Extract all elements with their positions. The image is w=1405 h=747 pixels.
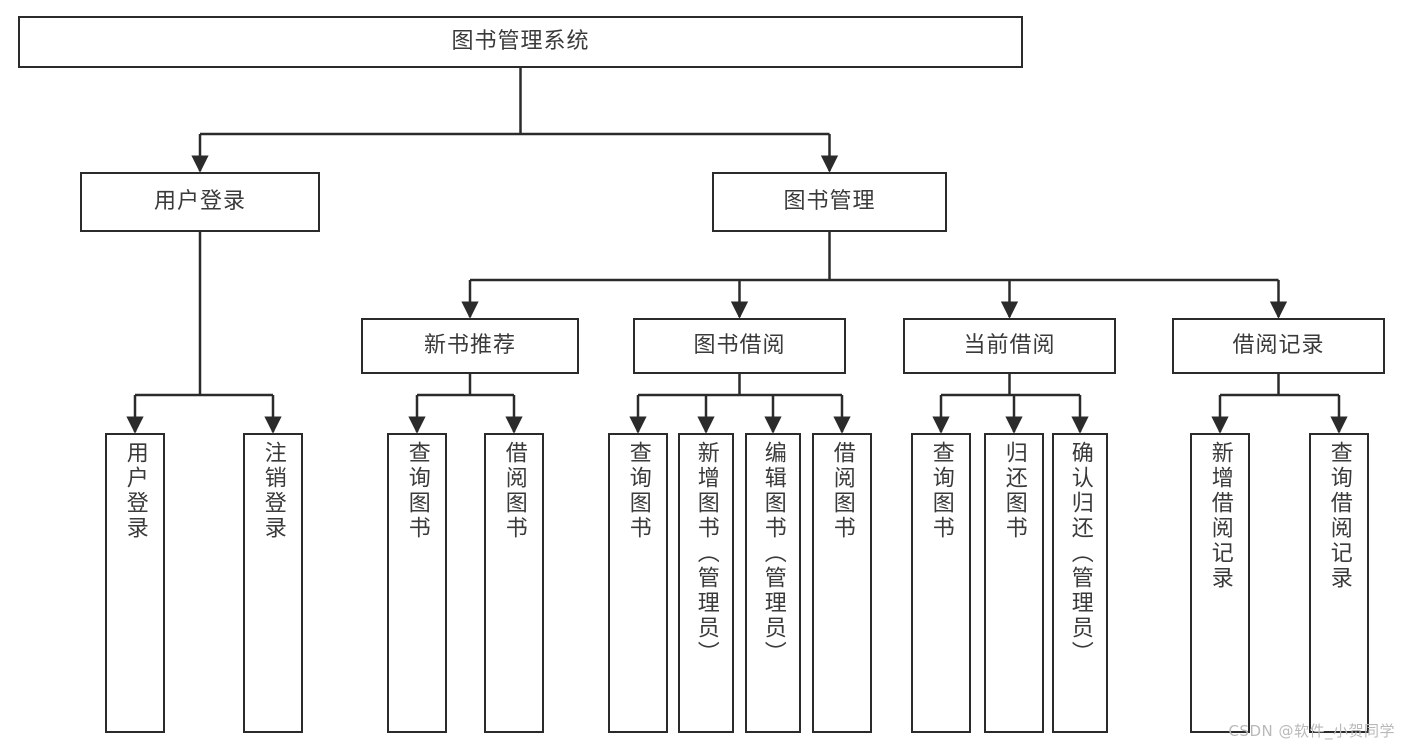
node-label: 当前借阅 bbox=[963, 332, 1056, 358]
node-label: 图书管理系统 bbox=[451, 28, 590, 54]
node-label: 图书管理 bbox=[783, 188, 876, 214]
node-label: 借阅记录 bbox=[1232, 332, 1325, 358]
node-leaf-new-2[interactable]: 借阅图书 bbox=[484, 433, 544, 733]
node-leaf-rec-1[interactable]: 新增借阅记录 bbox=[1190, 433, 1250, 733]
node-label: 确认归还（管理员） bbox=[1067, 441, 1093, 666]
connector-lines bbox=[126, 68, 1348, 434]
node-label: 新增图书（管理员） bbox=[693, 441, 719, 666]
node-leaf-cur-2[interactable]: 归还图书 bbox=[984, 433, 1044, 733]
node-leaf-bor-4[interactable]: 借阅图书 bbox=[812, 433, 872, 733]
node-leaf-login-2[interactable]: 注销登录 bbox=[243, 433, 303, 733]
node-leaf-rec-2[interactable]: 查询借阅记录 bbox=[1309, 433, 1369, 733]
node-label: 查询图书 bbox=[404, 441, 430, 541]
node-label: 借阅图书 bbox=[501, 441, 527, 541]
node-label: 用户登录 bbox=[122, 441, 148, 541]
node-root[interactable]: 图书管理系统 bbox=[18, 16, 1023, 68]
node-leaf-cur-1[interactable]: 查询图书 bbox=[911, 433, 971, 733]
node-label: 查询借阅记录 bbox=[1326, 441, 1352, 591]
node-label: 查询图书 bbox=[928, 441, 954, 541]
node-leaf-cur-3[interactable]: 确认归还（管理员） bbox=[1052, 433, 1108, 733]
node-current[interactable]: 当前借阅 bbox=[903, 318, 1116, 374]
node-label: 借阅图书 bbox=[829, 441, 855, 541]
node-leaf-bor-1[interactable]: 查询图书 bbox=[608, 433, 668, 733]
node-login[interactable]: 用户登录 bbox=[80, 172, 320, 232]
node-newbook[interactable]: 新书推荐 bbox=[361, 318, 579, 374]
node-label: 新增借阅记录 bbox=[1207, 441, 1233, 591]
node-borrow[interactable]: 图书借阅 bbox=[633, 318, 846, 374]
node-leaf-new-1[interactable]: 查询图书 bbox=[387, 433, 447, 733]
node-records[interactable]: 借阅记录 bbox=[1172, 318, 1385, 374]
watermark-text: CSDN @软件_小贺同学 bbox=[1228, 722, 1395, 740]
node-bookmgmt[interactable]: 图书管理 bbox=[712, 172, 947, 232]
node-label: 查询图书 bbox=[625, 441, 651, 541]
node-label: 注销登录 bbox=[260, 441, 286, 541]
node-label: 用户登录 bbox=[153, 188, 246, 214]
node-label: 归还图书 bbox=[1001, 441, 1027, 541]
node-leaf-bor-2[interactable]: 新增图书（管理员） bbox=[678, 433, 734, 733]
node-label: 新书推荐 bbox=[423, 332, 516, 358]
node-leaf-bor-3[interactable]: 编辑图书（管理员） bbox=[745, 433, 801, 733]
node-label: 编辑图书（管理员） bbox=[760, 441, 786, 666]
node-label: 图书借阅 bbox=[693, 332, 786, 358]
node-leaf-login-1[interactable]: 用户登录 bbox=[105, 433, 165, 733]
